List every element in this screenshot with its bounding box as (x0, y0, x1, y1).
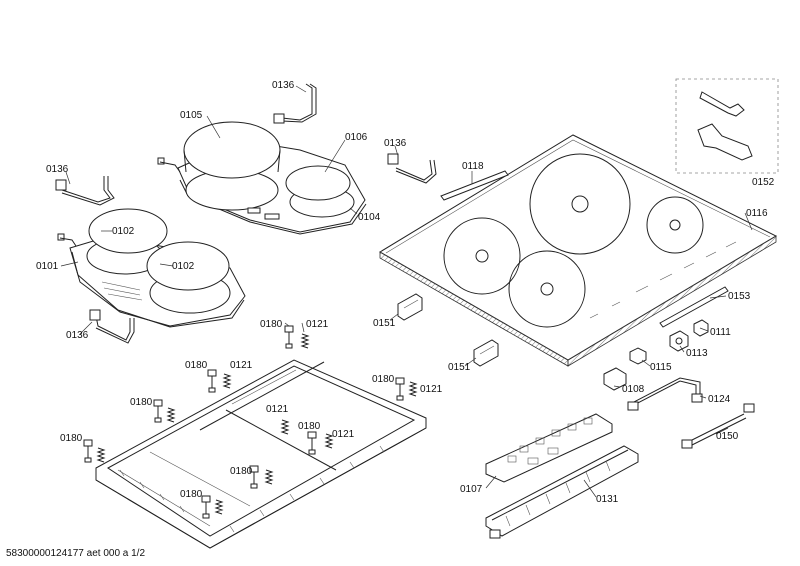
accessory-kit-0152 (675, 78, 779, 174)
support-rail-0131 (485, 445, 639, 539)
cable-0150 (681, 403, 755, 449)
label-0124: 0124 (708, 394, 731, 405)
label-0121-4: 0121 (420, 384, 443, 395)
heating-element-0102-upper (88, 208, 168, 254)
label-0180-8: 0180 (180, 489, 203, 500)
label-0121-1: 0121 (306, 319, 329, 330)
spring-and-pin-4 (395, 377, 418, 401)
small-cooking-zone-right (646, 196, 704, 254)
label-0153: 0153 (728, 291, 751, 302)
spring-and-pin-2 (207, 369, 232, 393)
part-0111 (693, 319, 709, 337)
touch-control-markings (589, 241, 737, 319)
spring-and-pin-5 (83, 439, 106, 463)
leader-lines (60, 85, 753, 498)
document-reference: 58300000124177 aet 000 a 1/2 (6, 548, 145, 559)
label-0102-lower: 0102 (172, 261, 195, 272)
clip-0136-mid (387, 153, 437, 184)
label-0105: 0105 (180, 110, 203, 121)
base-frame (95, 359, 427, 549)
label-0108: 0108 (622, 384, 645, 395)
cable-0124 (627, 377, 703, 411)
label-0102-upper: 0102 (112, 226, 135, 237)
bracket-0151-lower (473, 339, 499, 367)
cooking-zone-left (443, 217, 521, 295)
cooking-zone-front (508, 250, 586, 328)
label-0136-top: 0136 (272, 80, 295, 91)
label-0151-upper: 0151 (373, 318, 396, 329)
label-0116: 0116 (746, 208, 768, 219)
spring-standalone-0121 (280, 419, 290, 435)
seal-strip-0118 (440, 170, 509, 201)
label-0118: 0118 (462, 161, 484, 172)
label-0113: 0113 (686, 348, 708, 359)
bracket-0151-upper (397, 293, 423, 321)
spring-and-pin-6 (307, 431, 334, 455)
label-0136-bottom: 0136 (66, 330, 89, 341)
part-0113 (669, 330, 689, 352)
label-0101: 0101 (36, 261, 59, 272)
label-0131: 0131 (596, 494, 619, 505)
spring-and-pin-8 (201, 495, 224, 519)
spring-and-pin-3 (153, 399, 176, 423)
label-0151-lower: 0151 (448, 362, 471, 373)
control-board-0107 (485, 413, 613, 483)
label-0180-6: 0180 (298, 421, 321, 432)
clip-0136-top (273, 83, 317, 124)
clip-0136-left (55, 176, 115, 206)
large-cooking-zone (529, 153, 631, 255)
heating-element-0102-lower (146, 241, 230, 291)
label-0106: 0106 (345, 132, 368, 143)
label-0180-4: 0180 (372, 374, 395, 385)
scraper-tool (697, 123, 753, 161)
label-0121-standalone: 0121 (266, 404, 289, 415)
label-0150: 0150 (716, 431, 739, 442)
label-0121-2: 0121 (230, 360, 253, 371)
spring-and-pin-7 (249, 465, 274, 489)
label-0180-5: 0180 (60, 433, 83, 444)
label-0115: 0115 (650, 362, 672, 373)
label-0180-2: 0180 (185, 360, 208, 371)
label-0136-mid: 0136 (384, 138, 407, 149)
label-0180-7: 0180 (230, 466, 253, 477)
label-0136-left: 0136 (46, 164, 69, 175)
label-0152: 0152 (752, 177, 775, 188)
clip-0136-bottom (89, 309, 135, 344)
label-0111: 0111 (710, 327, 731, 338)
heater-tray-0104 (157, 121, 367, 235)
heating-element-0106 (285, 165, 351, 201)
heater-tray-0101 (57, 208, 246, 328)
seal-strip-0153 (659, 286, 729, 328)
paste-tube (699, 91, 745, 117)
label-0107: 0107 (460, 484, 483, 495)
part-0108 (603, 367, 627, 391)
label-0121-6: 0121 (332, 429, 355, 440)
label-0180-1: 0180 (260, 319, 283, 330)
glass-ceramic-hob-top (379, 134, 778, 367)
spring-and-pin-1 (284, 325, 310, 349)
label-0104: 0104 (358, 212, 381, 223)
label-0180-3: 0180 (130, 397, 153, 408)
heating-element-0105 (183, 121, 281, 179)
